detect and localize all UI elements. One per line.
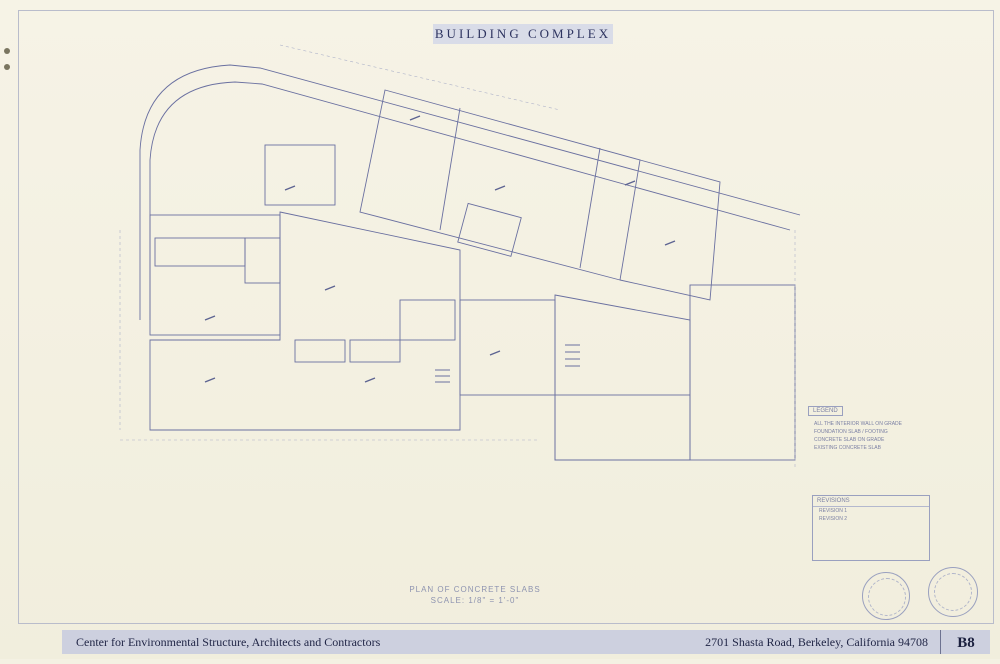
drawing-caption-block: PLAN OF CONCRETE SLABS SCALE: 1/8" = 1'-…: [390, 584, 560, 606]
slab-east-wing: [619, 159, 721, 301]
drawing-caption: PLAN OF CONCRETE SLABS: [409, 585, 541, 594]
slab-south-middle: [459, 299, 556, 396]
slab-central: [149, 211, 461, 431]
revision-entry: REVISION 2: [819, 516, 848, 522]
slab-existing: [689, 284, 796, 461]
drawing-scale: SCALE: 1/8" = 1'-0": [430, 596, 520, 605]
slab-south-east: [554, 294, 691, 461]
binding-hole: [4, 64, 10, 70]
title-block: Center for Environmental Structure, Arch…: [62, 630, 990, 654]
slab-room: [399, 299, 456, 341]
legend-title: LEGEND: [808, 406, 843, 416]
slab-room-inner: [457, 202, 522, 257]
architect-seal-stamp: [862, 572, 910, 620]
revision-entry: REVISION 1: [819, 508, 848, 514]
revisions-title: REVISIONS: [813, 496, 929, 507]
elevation-marker: [664, 240, 676, 246]
site-boundary: [139, 64, 801, 320]
slab-joint: [439, 107, 461, 231]
slab-main-wing: [359, 89, 641, 281]
firm-name: Center for Environmental Structure, Arch…: [76, 634, 381, 649]
legend-item: FOUNDATION SLAB / FOOTING: [814, 429, 888, 435]
revisions-box: REVISIONS REVISION 1 REVISION 2: [812, 495, 930, 561]
sheet-border: [18, 10, 994, 624]
steps: [565, 344, 580, 367]
elevation-marker: [324, 285, 336, 291]
site-boundary-inner: [149, 81, 791, 320]
legend: LEGEND ALL THE INTERIOR WALL ON GRADE FO…: [808, 406, 938, 453]
binding-hole: [4, 48, 10, 54]
engineer-seal-stamp: [928, 567, 978, 617]
elevation-marker: [494, 185, 506, 191]
elevation-marker: [284, 185, 296, 191]
slab-stair: [264, 144, 336, 206]
slab-joint: [579, 147, 601, 269]
firm-address: 2701 Shasta Road, Berkeley, California 9…: [705, 634, 928, 649]
sheet-title: BUILDING COMPLEX: [434, 26, 612, 41]
elevation-marker: [204, 377, 216, 383]
slab-west-room: [244, 237, 281, 284]
legend-item: CONCRETE SLAB ON GRADE: [814, 437, 885, 443]
elevation-marker: [409, 115, 421, 121]
elevation-marker: [489, 350, 501, 356]
slab-south-strip: [554, 394, 691, 461]
legend-item: EXISTING CONCRETE SLAB: [814, 445, 881, 451]
elevation-marker: [204, 315, 216, 321]
elevation-marker: [624, 180, 636, 186]
title-block-divider: [940, 630, 941, 654]
slab-west-strip: [154, 237, 246, 267]
legend-item: ALL THE INTERIOR WALL ON GRADE: [814, 421, 902, 427]
sheet-title-label: BUILDING COMPLEX: [433, 24, 613, 44]
sheet-number: B8: [957, 634, 975, 651]
elevation-marker: [364, 377, 376, 383]
slab-west: [149, 214, 281, 336]
slab-room-small: [349, 339, 401, 363]
steps: [435, 369, 450, 383]
slab-room-small: [294, 339, 346, 363]
